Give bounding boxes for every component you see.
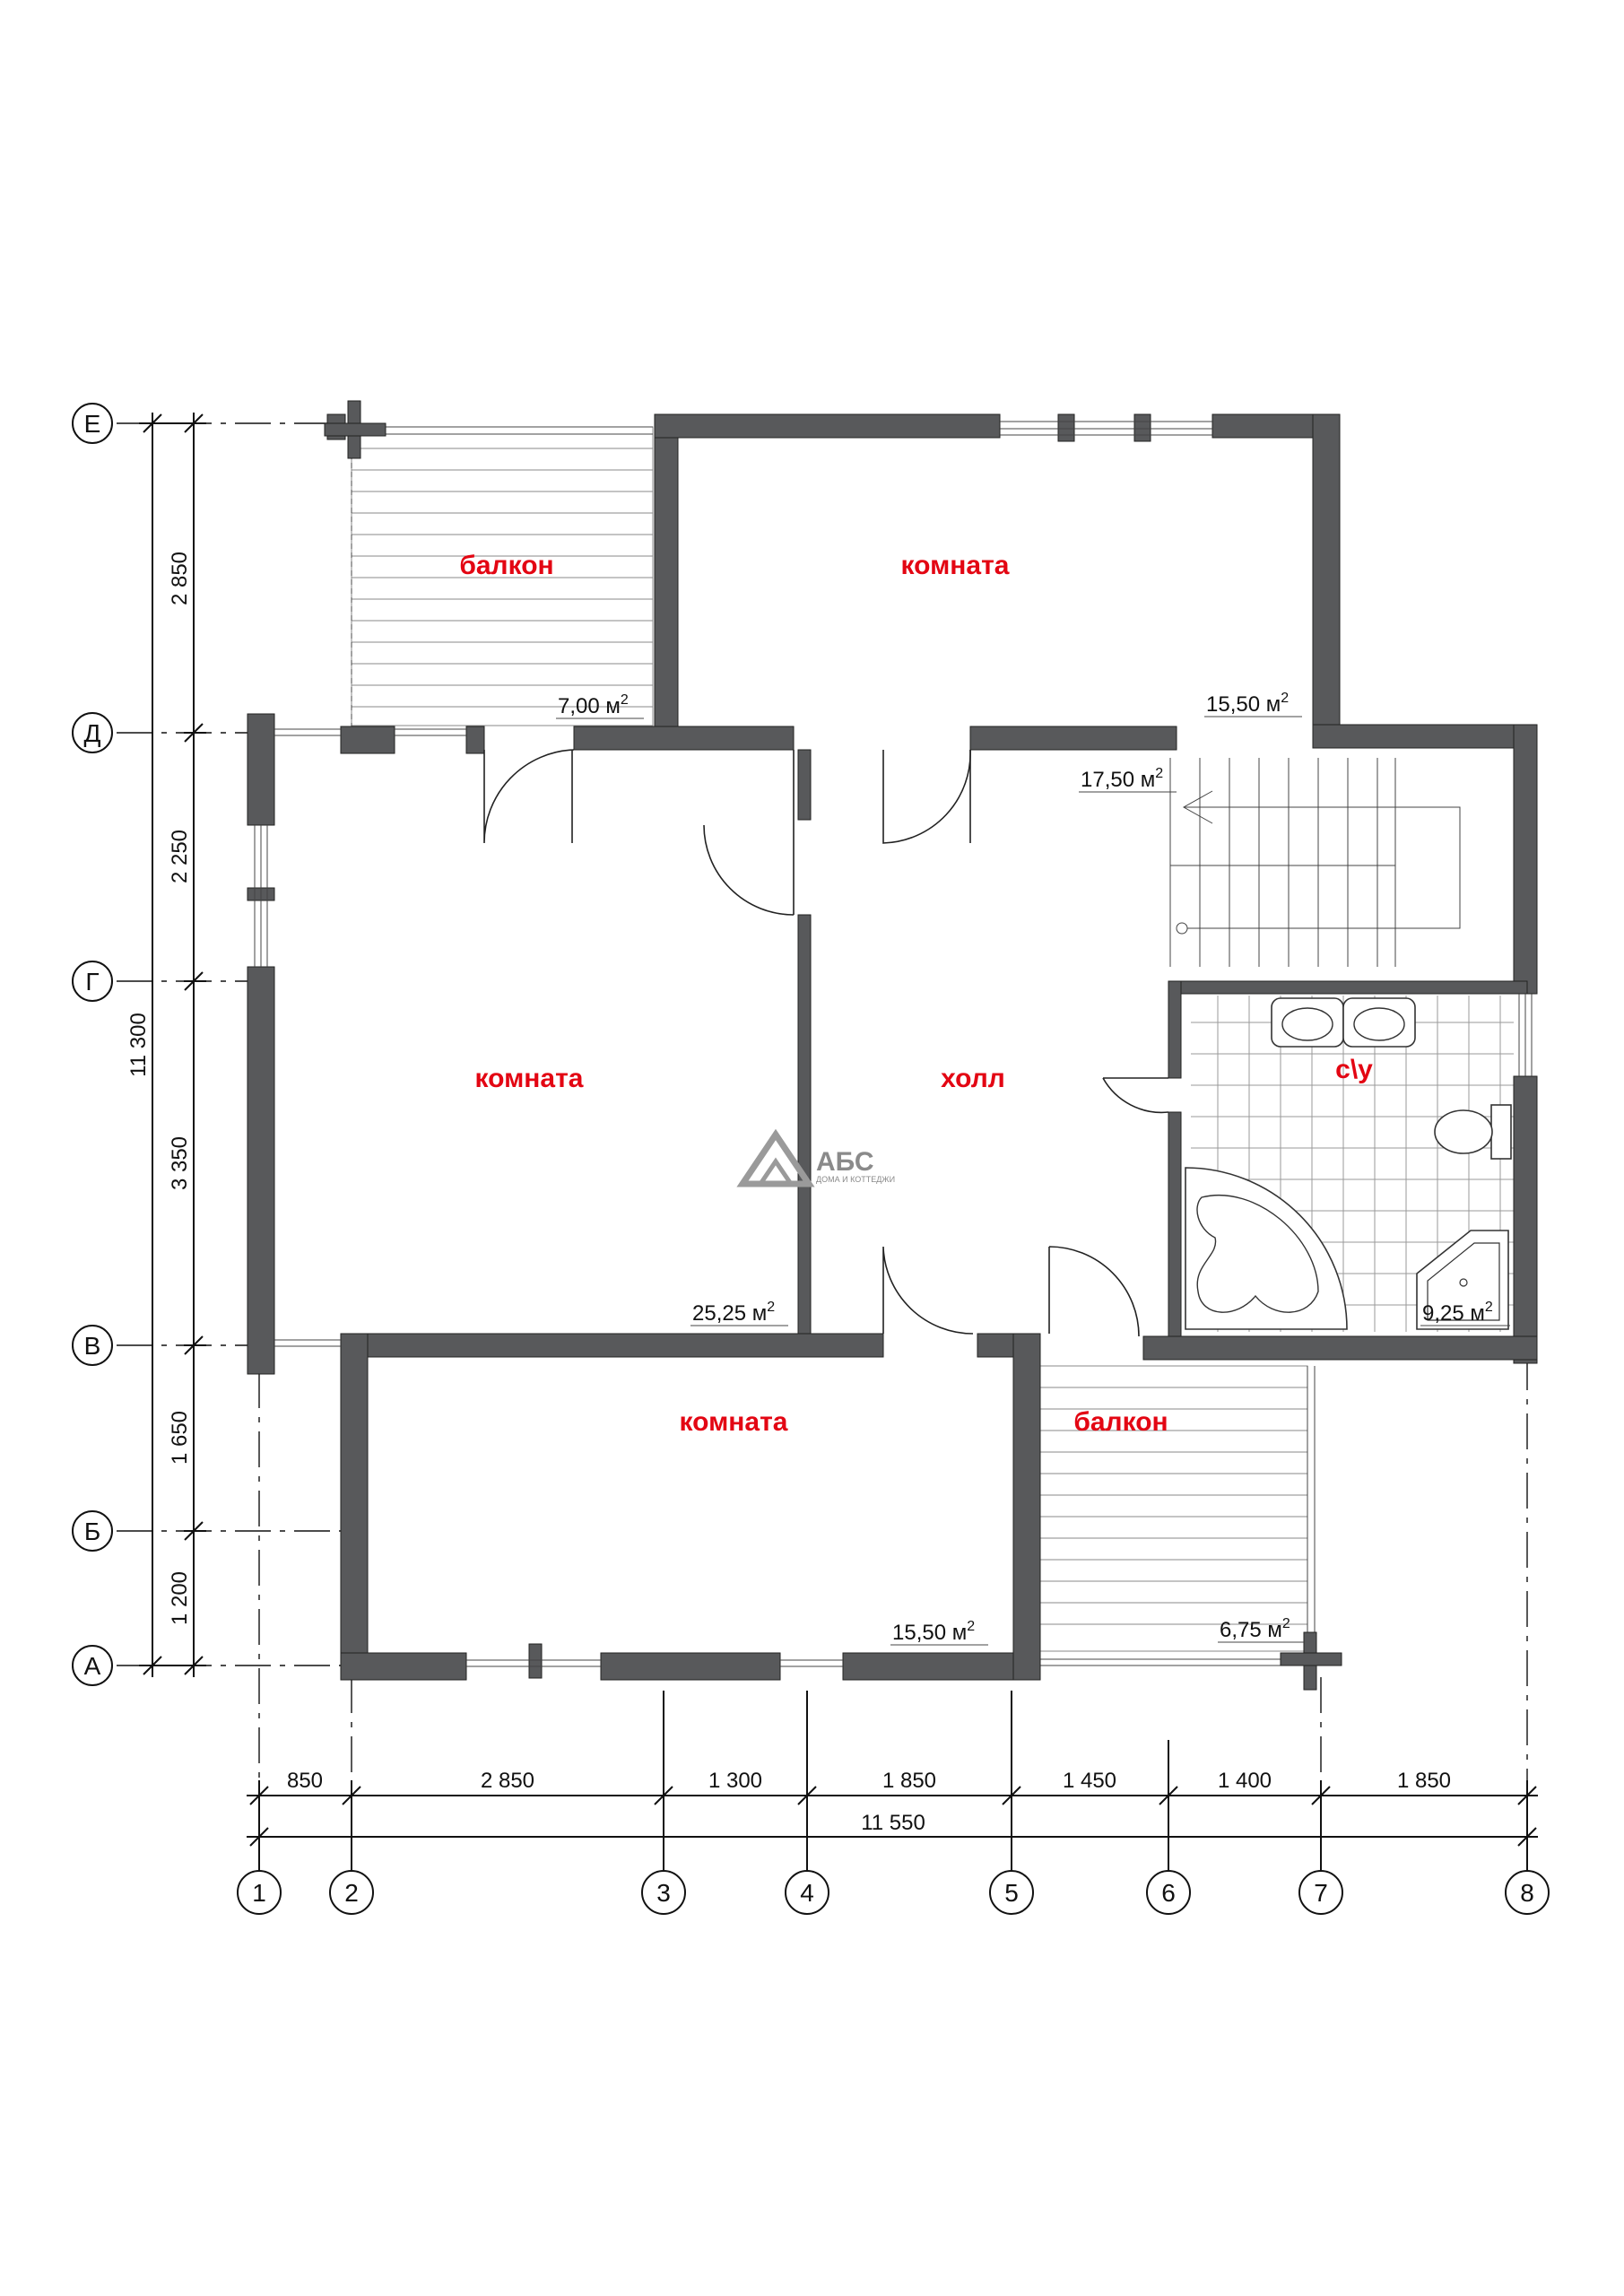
windows [254,421,1533,1667]
area-room-left: 25,25 м [692,1301,767,1326]
letter-axis-markers: Е Д Г В Б А [72,403,113,1686]
logo-tagline: ДОМА И КОТТЕДЖИ [816,1175,895,1184]
area-balcony-bottom: 6,75 м [1220,1618,1282,1642]
svg-text:7,00 м2: 7,00 м2 [558,692,629,718]
dim-v-2: 2 250 [168,830,192,883]
axis-number-7: 7 [1314,1879,1328,1907]
dim-v-1: 2 850 [168,552,192,605]
dim-h-3: 1 300 [708,1769,762,1793]
dim-h-2: 2 850 [481,1769,534,1793]
axis-letter-b: Б [84,1518,100,1545]
dim-h-7: 1 850 [1397,1769,1451,1793]
horizontal-dimensions: 850 2 850 1 300 1 850 1 450 1 400 1 850 … [247,1740,1538,1874]
axis-number-2: 2 [344,1879,359,1907]
dim-v-4: 1 650 [168,1411,192,1465]
room-label-bathroom: с\у [1335,1055,1373,1084]
room-label-hall: холл [941,1064,1005,1093]
dim-h-total: 11 550 [861,1811,925,1835]
svg-text:17,50 м2: 17,50 м2 [1081,766,1163,792]
svg-text:9,25 м2: 9,25 м2 [1422,1300,1493,1326]
room-label-room-top: комната [901,551,1010,580]
area-hall: 17,50 м [1081,768,1155,792]
staircase [1169,758,1461,967]
logo-watermark: АБС ДОМА И КОТТЕДЖИ [736,1128,895,1187]
axis-number-3: 3 [656,1879,671,1907]
axis-letter-e: Е [84,410,101,438]
svg-text:6,75 м2: 6,75 м2 [1220,1616,1290,1642]
axis-number-6: 6 [1161,1879,1176,1907]
logo-name: АБС [816,1147,874,1177]
axis-number-5: 5 [1004,1879,1019,1907]
walls [247,400,1538,1691]
area-labels: 7,00 м2 15,50 м2 17,50 м2 25,25 м2 9,25 … [556,691,1510,1646]
room-label-balcony-bottom: балкон [1073,1407,1168,1437]
svg-text:15,50 м2: 15,50 м2 [1206,691,1289,717]
balcony-top-deck [351,426,654,726]
svg-text:25,25 м2: 25,25 м2 [692,1300,775,1326]
dim-h-4: 1 850 [882,1769,936,1793]
area-room-bottom: 15,50 м [892,1621,967,1645]
logo-triangle-icon [736,1128,815,1187]
vertical-dimensions: 2 850 2 250 3 350 1 650 1 200 11 300 [126,413,206,1677]
axis-letter-v: В [84,1332,101,1360]
bathroom-fixtures [1185,997,1512,1330]
room-label-room-bottom: комната [680,1407,788,1437]
svg-text:15,50 м2: 15,50 м2 [892,1619,975,1645]
axis-letter-a: А [84,1652,101,1680]
dim-h-1: 850 [287,1769,323,1793]
axis-number-4: 4 [800,1879,814,1907]
doors [483,749,1169,1337]
dim-v-5: 1 200 [168,1571,192,1625]
area-room-top: 15,50 м [1206,692,1281,717]
room-label-room-left: комната [475,1064,584,1093]
room-label-balcony-top: балкон [459,551,553,580]
room-labels: балкон комната комната холл с\у комната … [459,551,1373,1437]
axis-number-8: 8 [1520,1879,1534,1907]
dim-h-5: 1 450 [1063,1769,1116,1793]
number-axis-markers: 1 2 3 4 5 6 7 8 [237,1691,1550,1915]
area-balcony-top: 7,00 м [558,694,621,718]
balcony-bottom-deck [1023,1365,1316,1666]
axis-number-1: 1 [252,1879,266,1907]
axis-letter-g: Г [85,968,99,996]
area-bathroom: 9,25 м [1422,1301,1485,1326]
axis-letter-d: Д [84,719,101,747]
dim-v-3: 3 350 [168,1136,192,1190]
dim-h-6: 1 400 [1218,1769,1272,1793]
dim-v-total: 11 300 [126,1013,151,1077]
